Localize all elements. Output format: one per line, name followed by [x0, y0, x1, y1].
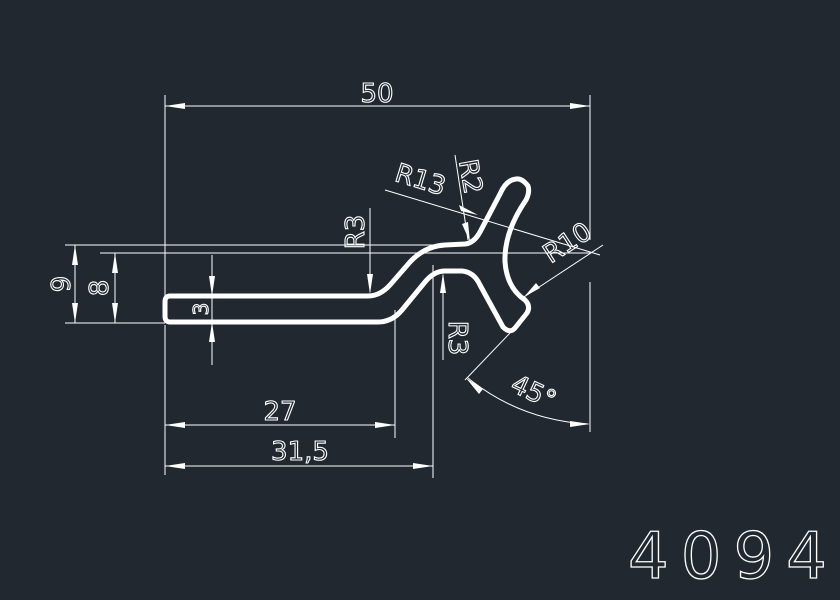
dim-radius-r3-lower: R3 — [442, 321, 472, 356]
dim-radius-r2: R2 — [452, 157, 488, 196]
profile-outline — [162, 176, 532, 334]
dim-height-9: 9 — [47, 276, 77, 293]
part-number: 4094 — [628, 520, 839, 594]
extension-lines — [65, 95, 604, 478]
dim-radius-r3-upper: R3 — [341, 215, 371, 250]
dim-overall-width: 50 — [360, 79, 393, 109]
dim-height-8: 8 — [85, 280, 115, 297]
arrowheads — [72, 103, 590, 469]
dim-angle-45: 45° — [506, 369, 560, 416]
dim-length-31-5: 31,5 — [271, 437, 329, 467]
dim-radius-r10: R10 — [538, 217, 597, 270]
dim-length-27: 27 — [263, 397, 296, 427]
dim-radius-r13: R13 — [391, 159, 449, 203]
dim-thickness-3: 3 — [189, 303, 213, 316]
